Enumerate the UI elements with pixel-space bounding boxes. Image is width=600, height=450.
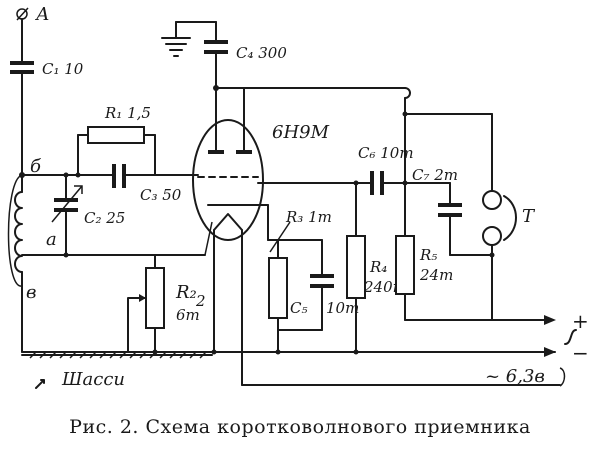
node-v-label: в [26, 282, 36, 303]
r1-label: R₁ 1,5 [104, 104, 151, 122]
supply-plus: + [572, 309, 589, 333]
filament-label: ~ 6,3в [485, 366, 545, 387]
ground-symbol [161, 37, 191, 57]
resistor-r5 [395, 235, 415, 295]
resistor-r3 [268, 257, 288, 319]
potentiometer-r2 [145, 267, 165, 329]
c4-label: C₄ 300 [236, 44, 287, 62]
capacitor-c4 [204, 40, 228, 54]
c2-label: C₂ 25 [84, 209, 125, 227]
node-b-label: б [30, 156, 42, 177]
c3-label: C₃ 50 [140, 186, 182, 204]
antenna-label: А [34, 4, 50, 25]
capacitor-c5 [310, 274, 334, 288]
r4-label: R₄ [369, 258, 387, 276]
c6-label: C₆ 10т [358, 144, 414, 162]
r2-superscript: 2 [195, 292, 206, 310]
figure-caption: Рис. 2. Схема коротковолнового приемника [69, 416, 531, 438]
supply-minus: − [572, 341, 589, 365]
receiver-schematic: А C₁ 10 б а в R₁ 1,5 C₃ 50 C₂ 25 [7, 4, 589, 390]
resistor-r4 [346, 235, 366, 299]
capacitor-c3 [112, 164, 126, 188]
phones-label: Т [522, 206, 536, 227]
tube-label: 6Н9М [272, 122, 330, 143]
vacuum-tube-6n9m [192, 119, 264, 241]
r5-label: R₅ [419, 246, 437, 264]
tuning-coil [7, 174, 23, 287]
node-a-label: а [46, 229, 57, 250]
capacitor-c1 [10, 61, 34, 74]
c5-value: 10т [326, 299, 359, 317]
capacitor-c6 [370, 171, 384, 195]
capacitor-c7 [438, 203, 462, 217]
r2-label: R₂ [175, 282, 197, 303]
resistor-r1 [87, 126, 145, 144]
chassis-label: Шасси [61, 369, 125, 390]
r3-label: R₃ 1т [285, 208, 332, 226]
r5-value: 24т [419, 266, 453, 284]
headphones-symbol [482, 190, 517, 246]
c1-label: C₁ 10 [42, 60, 84, 78]
c5-label: C₅ [290, 299, 308, 317]
r2-value: 6т [176, 306, 200, 324]
c7-label: C₇ 2т [412, 166, 458, 184]
